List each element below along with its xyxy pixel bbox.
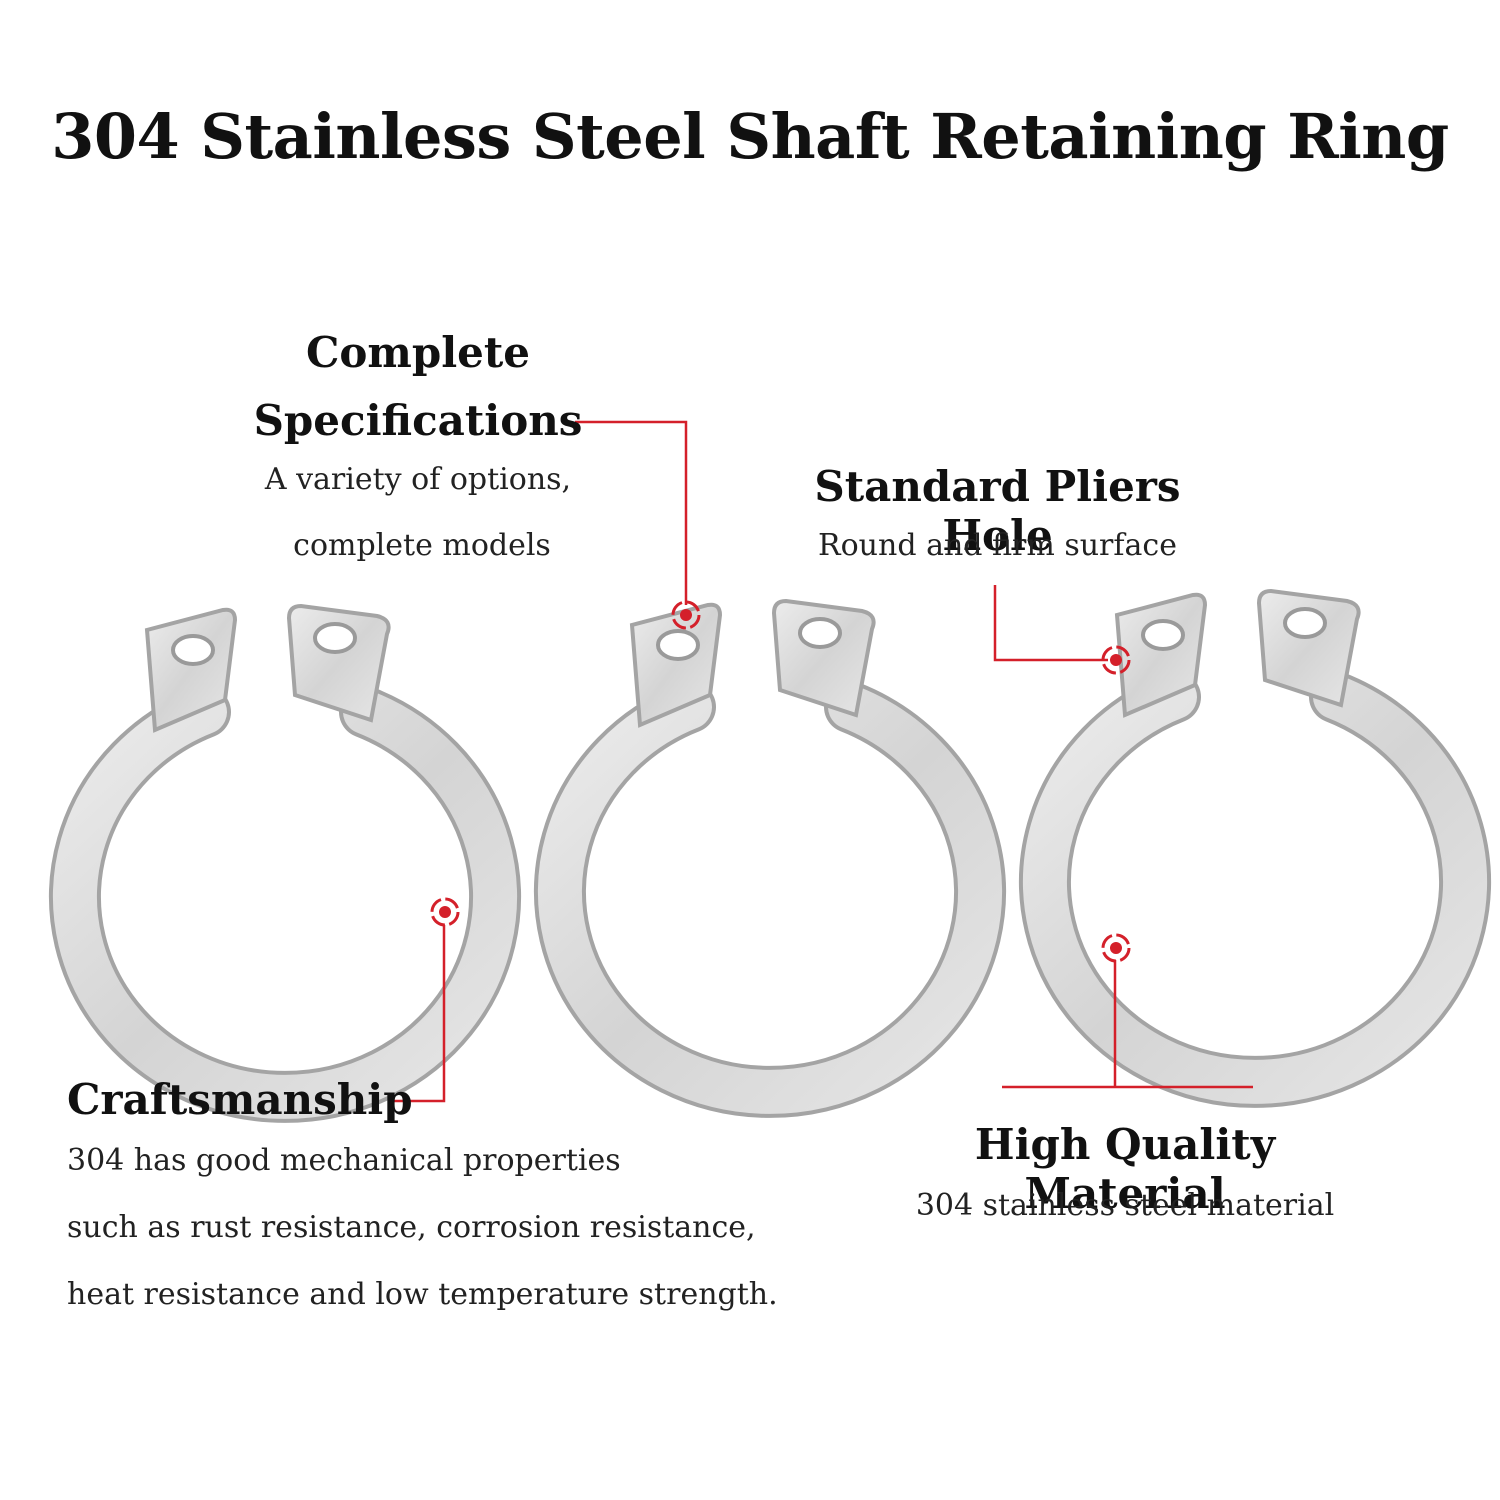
retaining-ring-right bbox=[1045, 591, 1465, 1082]
target-marker-icon bbox=[430, 897, 460, 927]
specifications-heading-line1: Complete bbox=[305, 328, 531, 377]
target-marker-icon bbox=[671, 600, 701, 630]
target-marker-icon bbox=[1101, 933, 1131, 963]
specifications-leader-line bbox=[575, 420, 688, 605]
specifications-desc-line1: A variety of options, bbox=[264, 462, 572, 497]
callout-lines bbox=[390, 420, 1253, 1103]
specifications-desc-line2: complete models bbox=[293, 528, 551, 563]
pliers-leader-line bbox=[993, 585, 1108, 662]
specifications-heading-line2: Specifications bbox=[253, 396, 583, 445]
material-heading: High Quality Material bbox=[974, 1120, 1276, 1218]
retaining-ring-center bbox=[560, 601, 980, 1092]
craftsmanship-desc-line2: such as rust resistance, corrosion resis… bbox=[67, 1210, 756, 1245]
craftsmanship-heading: Craftsmanship bbox=[67, 1075, 413, 1124]
target-marker-icon bbox=[1101, 645, 1131, 675]
craftsmanship-desc-line3: heat resistance and low temperature stre… bbox=[67, 1277, 778, 1312]
material-desc: 304 stainless steel material bbox=[915, 1188, 1335, 1223]
retaining-ring-left bbox=[75, 606, 495, 1097]
page-title: 304 Stainless Steel Shaft Retaining Ring bbox=[51, 100, 1449, 173]
craftsmanship-desc-line1: 304 has good mechanical properties bbox=[67, 1143, 621, 1178]
pliers-hole-desc: Round and firm surface bbox=[818, 528, 1177, 563]
pliers-hole-heading: Standard Pliers Hole bbox=[814, 462, 1181, 560]
craftsmanship-leader-line bbox=[390, 925, 446, 1103]
